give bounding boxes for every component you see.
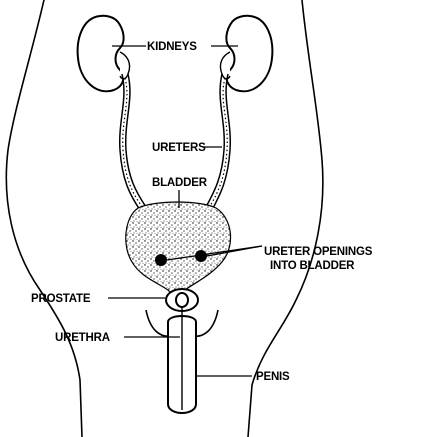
label-ureter-openings-line1: URETER OPENINGS xyxy=(264,246,373,258)
label-kidneys: KIDNEYS xyxy=(147,41,197,53)
right-ureter-inner xyxy=(206,74,224,207)
right-kidney xyxy=(226,16,272,92)
left-ureter-inner xyxy=(126,74,146,207)
bladder xyxy=(126,202,231,294)
label-penis: PENIS xyxy=(256,371,290,383)
prostate-inner xyxy=(176,293,188,307)
label-ureters: URETERS xyxy=(152,142,206,154)
left-kidney xyxy=(78,16,124,92)
label-prostate: PROSTATE xyxy=(31,293,91,305)
label-ureter-openings-line2: INTO BLADDER xyxy=(270,260,355,272)
label-bladder: BLADDER xyxy=(152,177,208,189)
label-urethra: URETHRA xyxy=(55,332,110,344)
left-ureter-opening xyxy=(155,254,167,266)
body-outline-left xyxy=(6,0,82,437)
